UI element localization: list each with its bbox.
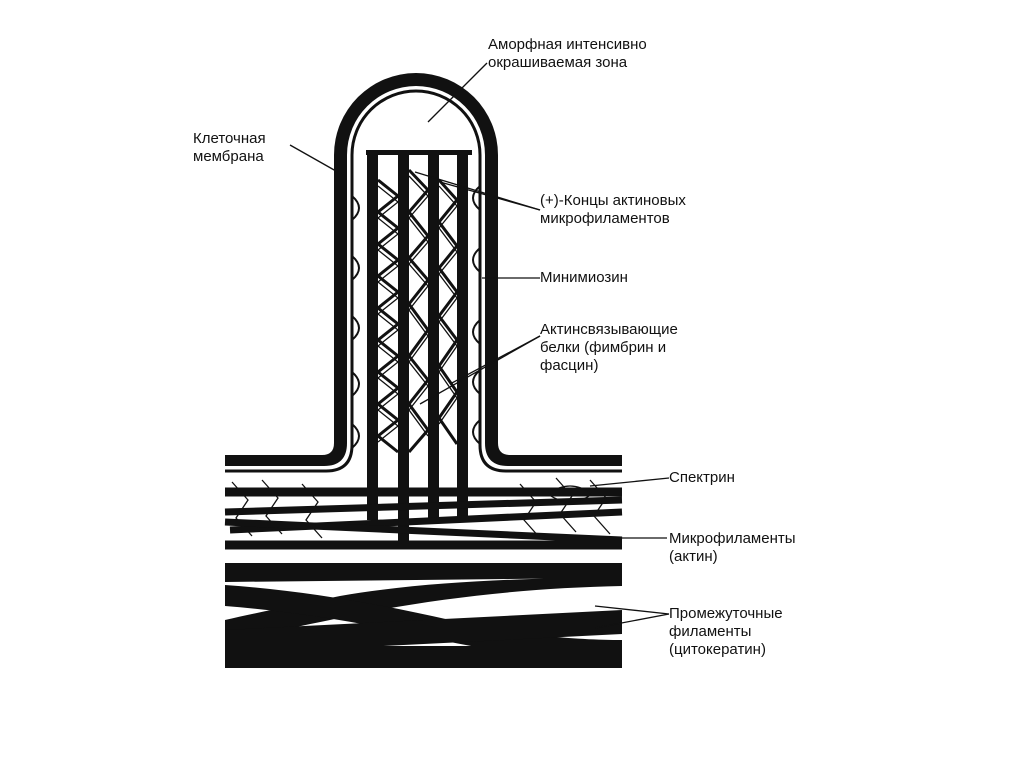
microfilament-web (225, 492, 622, 545)
label-minimyosin: Минимиозин (540, 269, 628, 287)
amorphous-zone-cap (366, 150, 472, 155)
label-spectrin: Спектрин (669, 469, 735, 487)
label-microfilaments: Микрофиламенты (актин) (669, 530, 796, 566)
intermediate-filaments (225, 563, 622, 668)
label-cell-membrane: Клеточная мембрана (193, 130, 266, 166)
label-intermediate-filaments: Промежуточные филаменты (цитокератин) (669, 605, 783, 659)
label-amorphous-zone: Аморфная интенсивно окрашиваемая зона (488, 36, 647, 72)
label-plus-ends: (+)-Концы актиновых микрофиламентов (540, 192, 686, 228)
label-actin-binding-proteins: Актинсвязывающие белки (фимбрин и фасцин… (540, 321, 678, 375)
actin-binding-crosslinks (378, 170, 457, 452)
